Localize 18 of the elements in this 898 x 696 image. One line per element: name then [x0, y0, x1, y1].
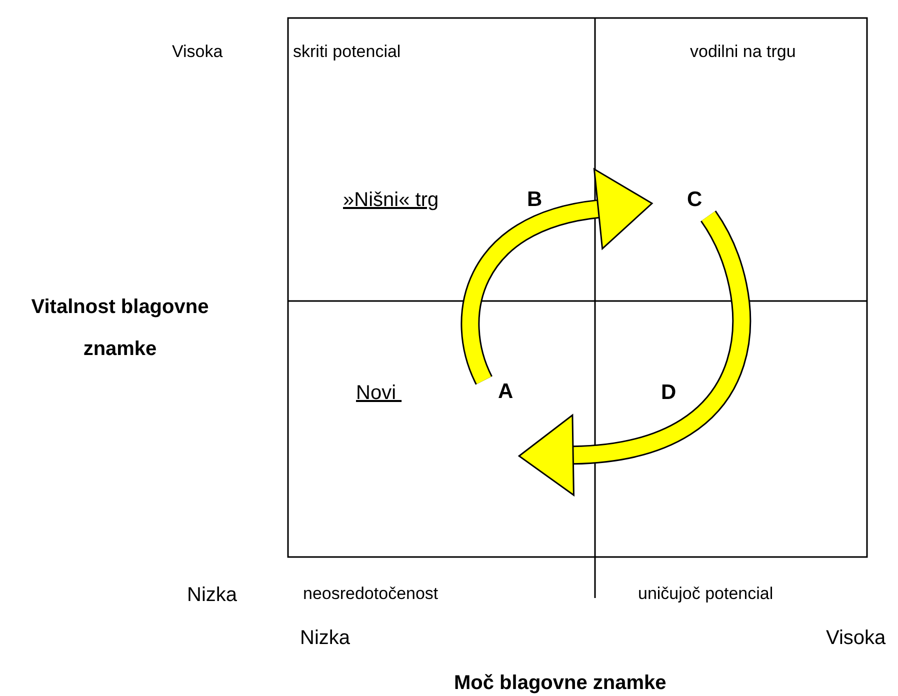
quadrant-label: skriti potencial	[293, 42, 401, 62]
axis-value: Visoka	[826, 626, 886, 650]
axis-title: Moč blagovne znamke	[454, 671, 666, 695]
axis-value: Visoka	[172, 42, 223, 62]
quadrant-label: vodilni na trgu	[690, 42, 796, 62]
axis-title: Vitalnost blagovne znamke	[30, 295, 210, 362]
axis-value: Nizka	[300, 626, 350, 650]
quadrant-letter: B	[527, 188, 542, 212]
curved-arrow	[518, 211, 751, 496]
quadrant-label: neosredotočenost	[303, 584, 438, 604]
curved-arrow	[460, 168, 652, 384]
quadrant-name: »Nišni« trg	[343, 188, 439, 212]
quadrant-name: Novi	[356, 381, 398, 405]
quadrant-letter: C	[652, 188, 710, 216]
quadrant-label: uničujoč potencial	[638, 584, 774, 604]
quadrant-letter: A	[484, 372, 524, 456]
axis-value: Nizka	[187, 583, 238, 607]
quadrant-letter: D	[661, 381, 676, 405]
